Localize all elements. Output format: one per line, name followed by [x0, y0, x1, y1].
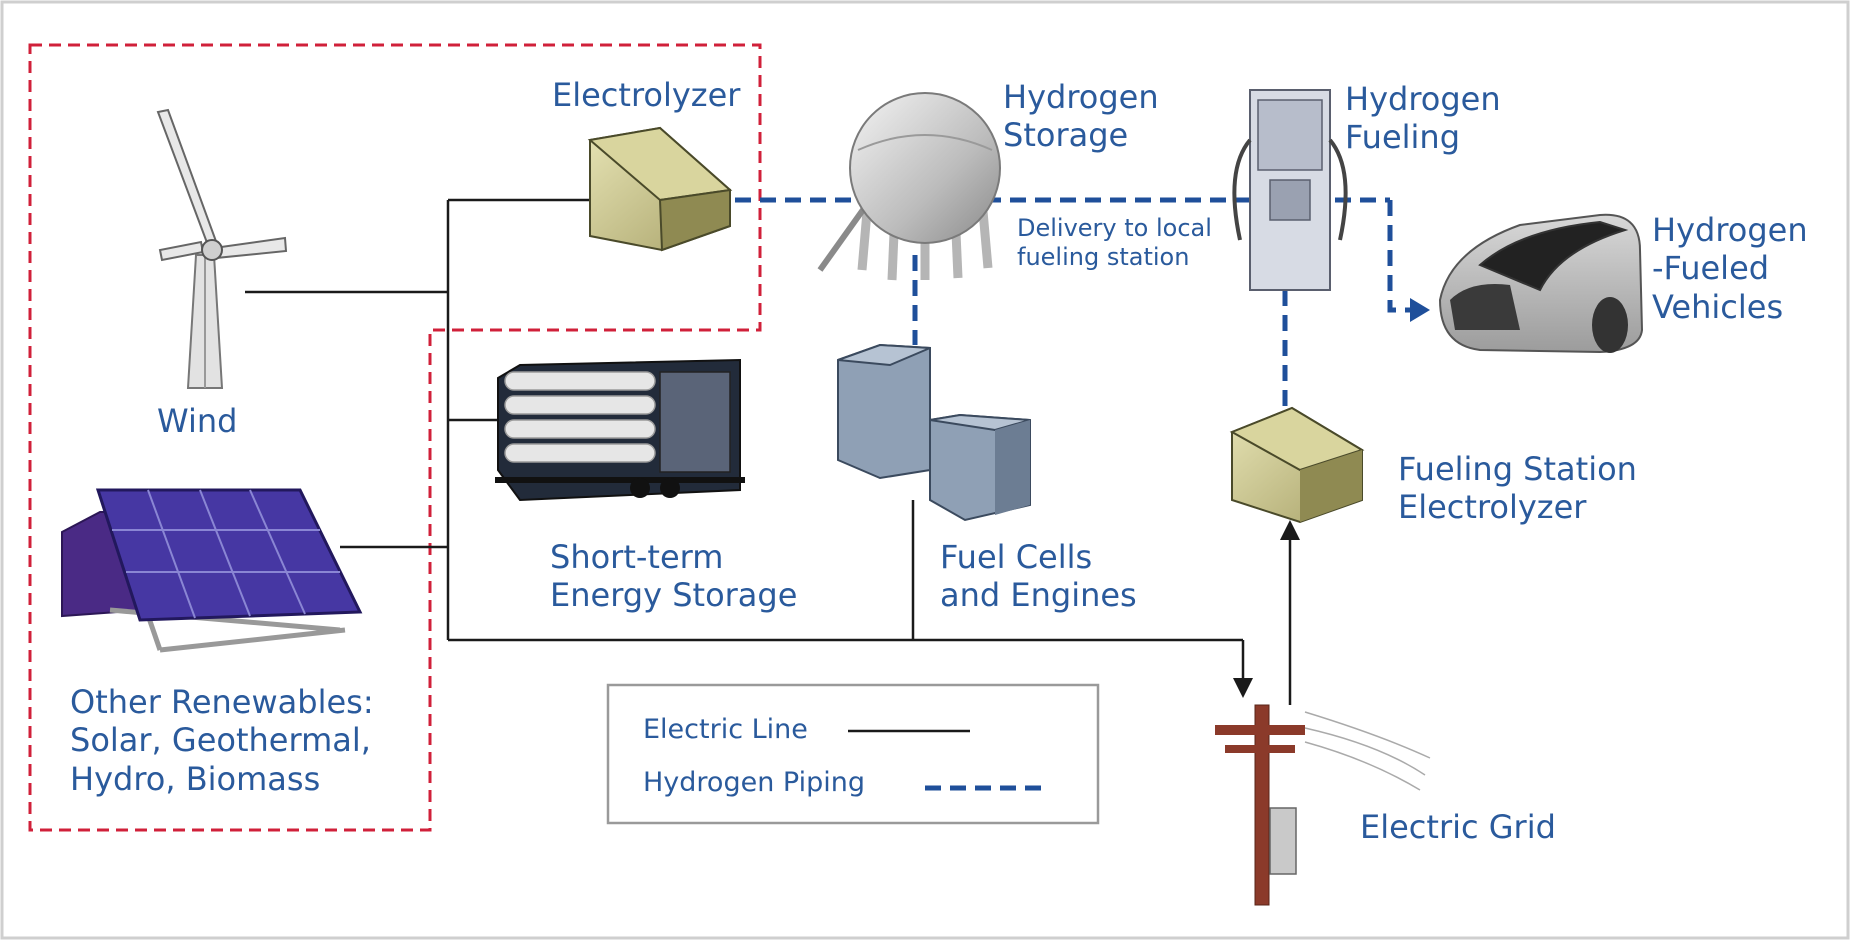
- hydrogen-vehicles-label: Hydrogen -Fueled Vehicles: [1652, 211, 1808, 326]
- solar-panel-icon: [61, 488, 363, 653]
- hydrogen-storage-label: Hydrogen Storage: [1003, 78, 1159, 155]
- hydrogen-fueling-pump-icon: [1232, 89, 1348, 291]
- hydrogen-fueling-label: Hydrogen Fueling: [1345, 80, 1501, 157]
- station-electrolyzer-label: Fueling Station Electrolyzer: [1398, 450, 1637, 527]
- electrolyzer-icon: [587, 126, 733, 252]
- renewable-boundary: [28, 43, 762, 832]
- fuel-cells-label: Fuel Cells and Engines: [940, 538, 1137, 615]
- utility-pole-icon: [1215, 704, 1431, 906]
- fueling-station-electrolyzer-icon: [1229, 406, 1365, 524]
- electric-lines: [245, 198, 1300, 705]
- legend: [606, 683, 1100, 825]
- electrolyzer-label: Electrolyzer: [552, 76, 741, 114]
- vehicle-arrowhead: [1410, 298, 1430, 322]
- other-renewables-label: Other Renewables: Solar, Geothermal, Hyd…: [70, 683, 374, 798]
- electric-grid-label: Electric Grid: [1360, 808, 1556, 846]
- fuel-cell-engine-icon: [837, 343, 1031, 522]
- wind-turbine-icon: [156, 108, 288, 389]
- legend-electric-line-label: Electric Line: [643, 714, 808, 745]
- hydrogen-pipes: [735, 197, 1412, 408]
- hydrogen-storage-tank-icon: [817, 92, 1001, 281]
- short-term-storage-label: Short-term Energy Storage: [550, 538, 798, 615]
- legend-hydrogen-piping-label: Hydrogen Piping: [643, 767, 865, 798]
- hydrogen-vehicle-icon: [1438, 213, 1644, 354]
- fueling-to-vehicle-pipe: [1387, 200, 1412, 313]
- short-term-storage-trailer-icon: [495, 358, 745, 502]
- wind-label: Wind: [157, 402, 238, 440]
- delivery-note-label: Delivery to local fueling station: [1017, 214, 1212, 271]
- legend-box: [606, 683, 1100, 825]
